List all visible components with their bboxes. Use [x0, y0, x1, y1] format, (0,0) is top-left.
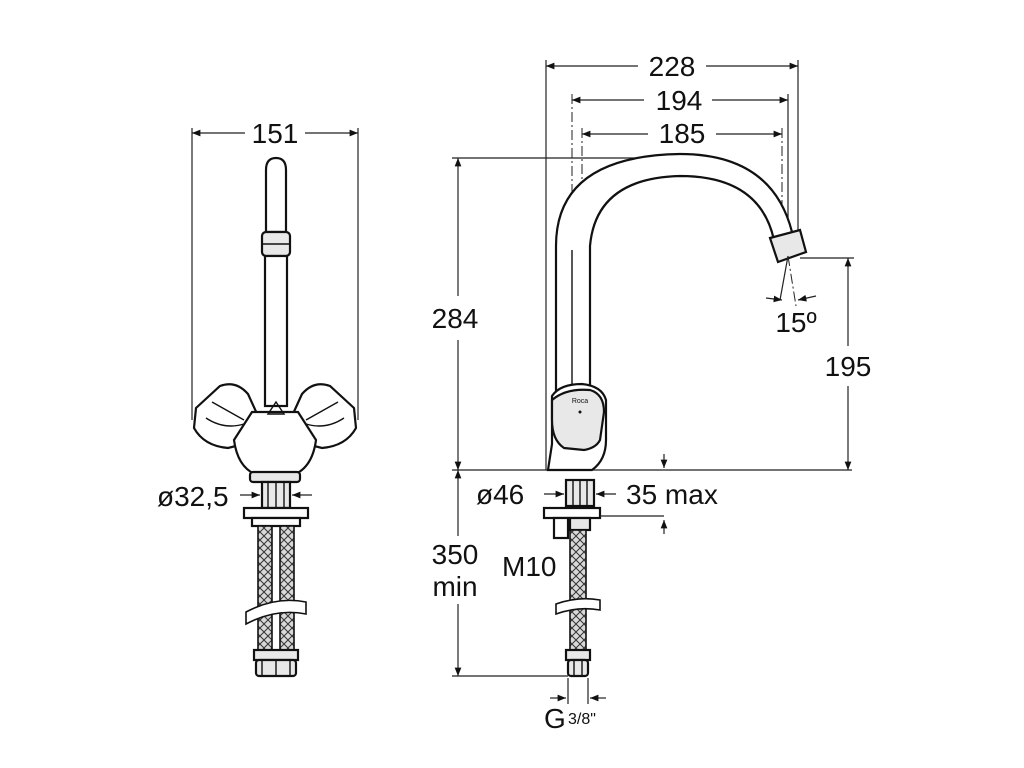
- brand-mark: Roca: [572, 398, 588, 405]
- overall-depth-label: 228: [649, 51, 696, 82]
- front-hoses: [245, 525, 307, 678]
- front-view: 151: [157, 118, 359, 678]
- width-dimension: 151: [191, 118, 359, 420]
- side-body: Roca: [546, 382, 668, 472]
- thread-label: M10: [502, 551, 556, 582]
- front-body: [232, 400, 318, 484]
- base-diameter-label: ø46: [476, 479, 524, 510]
- spout-height-dimension: 195: [800, 257, 872, 470]
- hose-connection-dimension: G 3/8": [544, 678, 606, 734]
- side-hose: [555, 529, 601, 678]
- side-connector: ø46 35 max M10: [476, 478, 718, 582]
- hose-length-label-line1: 350: [432, 539, 479, 570]
- spout-height-label: 195: [825, 351, 872, 382]
- hose-connection-main: G: [544, 703, 566, 734]
- hose-connection-fraction: 3/8": [568, 711, 596, 728]
- hose-length-label-line2: min: [432, 571, 477, 602]
- connector-diameter-label: ø32,5: [157, 481, 229, 512]
- height-dimension: 284: [432, 157, 852, 471]
- overall-depth-dimension: 228: [545, 51, 799, 470]
- spray-angle-label: 15º: [775, 307, 816, 338]
- spout-reach-label: 194: [656, 85, 703, 116]
- width-label: 151: [252, 118, 299, 149]
- side-spout: 15º: [554, 152, 817, 402]
- hose-length-dimension: 350 min: [432, 470, 568, 677]
- front-spout: [260, 156, 292, 408]
- front-connector: ø32,5: [157, 480, 312, 528]
- side-view: 228 194 185 284 195: [432, 51, 872, 734]
- deck-thickness-label: 35 max: [626, 479, 718, 510]
- spout-reach-dimension: 194: [571, 85, 789, 470]
- height-label: 284: [432, 303, 479, 334]
- spout-projection-label: 185: [659, 118, 706, 149]
